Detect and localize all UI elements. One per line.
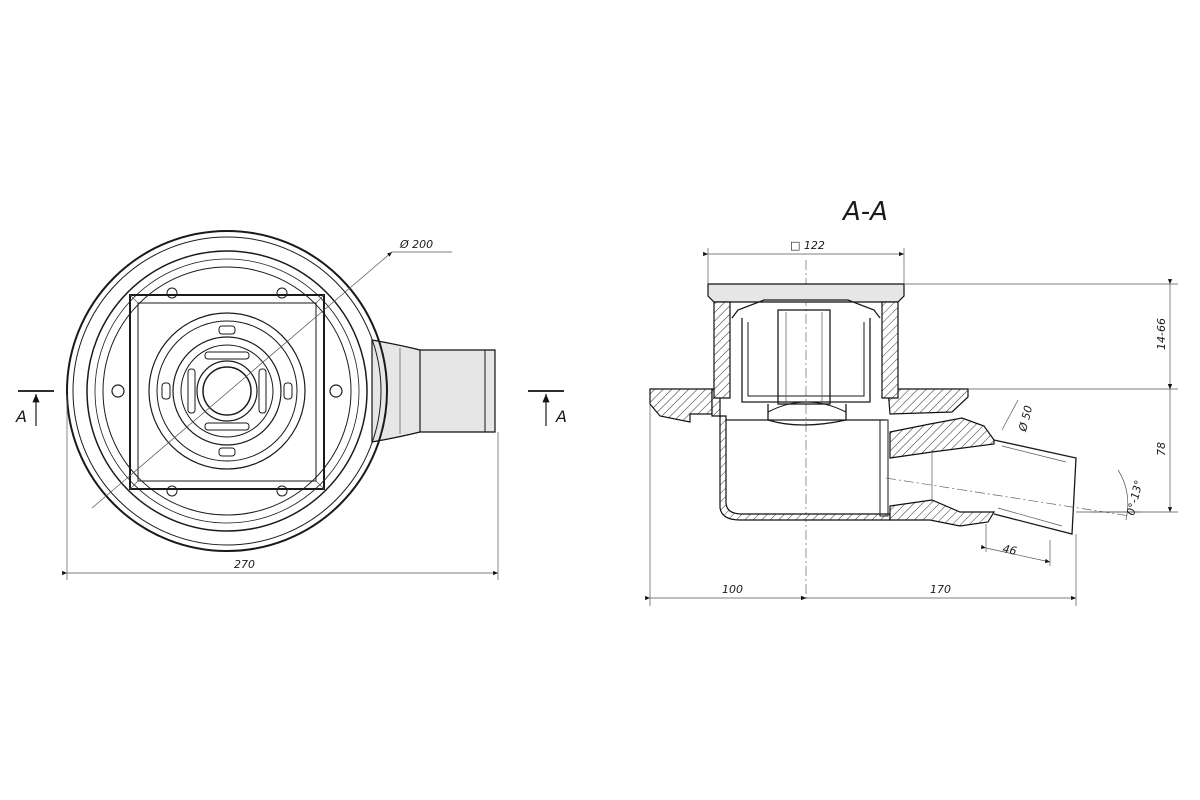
body-height-label: 78 [1155,442,1168,456]
plan-radial-slots [161,325,293,457]
right-extent-label: 170 [930,583,951,596]
plan-width-dimension: 270 [62,395,499,580]
plan-width-label: 270 [234,558,255,571]
cut-mark-right-label: A [555,407,567,426]
plan-diameter-label: Ø 200 [399,238,433,251]
plan-view: Ø 200 270 A A [15,230,567,580]
section-title: A-A [841,197,888,227]
outlet-diameter-label: Ø 50 [1016,404,1035,433]
cut-mark-left: A [15,390,54,426]
cut-mark-right: A [528,390,567,426]
section-grate-dimension: □ 122 [703,239,905,284]
section-floor-flange [649,388,969,423]
section-outlet-annotations: Ø 50 0°-13° 46 [980,399,1146,566]
section-outlet [885,417,1131,535]
plan-screw-bosses [111,287,343,497]
grate-size-label: □ 122 [790,239,825,252]
plan-diameter-dimension: Ø 200 [91,238,452,509]
section-body [711,388,891,521]
plan-trap-rings [148,312,306,470]
outlet-length-label: 46 [1001,542,1017,558]
section-grate-riser [707,283,905,403]
plan-grate [129,294,325,490]
plan-flange-rings [66,230,388,552]
plan-outlet-pipe [371,339,496,443]
section-bottom-dimensions: 100 170 [645,404,1077,606]
height-adjust-label: 14-66 [1155,318,1168,350]
outlet-angle-label: 0°-13° [1124,479,1145,517]
section-trap-tube [767,309,847,426]
left-extent-label: 100 [722,583,743,596]
section-view: A-A [645,197,1178,606]
cut-mark-left-label: A [15,407,27,426]
